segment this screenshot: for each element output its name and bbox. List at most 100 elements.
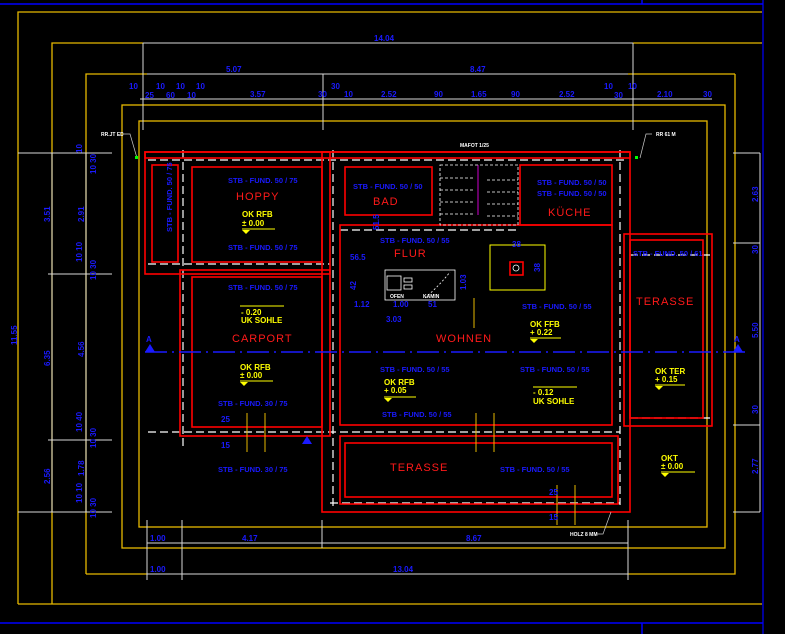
dim: 2.77 [751,458,760,474]
note-bottom-right: HOLZ 8 MM [570,532,598,538]
dim: 30 [614,91,623,100]
dim: 25 [549,488,558,497]
level-value: - 0.12 [533,388,554,397]
dim: 1.00 [393,300,409,309]
dim: 60 [166,91,175,100]
sheet-frame [0,0,764,634]
notes: RR.JT ED RR 61 M MAFOT 1/25 HOLZ 8 MM [101,132,676,538]
dim: 1.12 [354,300,370,309]
fund-hoppy-top: STB - FUND. 50 / 75 [228,176,298,185]
foundation-lines [148,150,712,510]
level-value: ± 0.00 [661,462,684,471]
fund-terasse-right: STB - FUND. 50 / 61 [633,249,703,258]
dim: 10 40 [75,411,84,432]
level-okt: OKT ± 0.00 [661,454,695,477]
dim: 10 [129,82,138,91]
dim: 15 [221,441,230,450]
level-label: OK RFB [242,210,273,219]
dim-bottom: 13.04 [393,565,414,574]
dim: 38 [512,240,521,249]
fund-strip-vertical: STB - FUND. 50 / 75 [165,162,174,232]
dim: 10 10 [75,482,84,503]
dim: 10 [196,82,205,91]
dim-bottom: 8.67 [466,534,482,543]
fund-kueche-1: STB - FUND. 50 / 50 [537,178,607,187]
dim: 51 [428,300,437,309]
dim: 1.78 [77,460,86,476]
dim: 30 [751,405,760,414]
dim: 3.03 [386,315,402,324]
level-carport: OK RFB ± 0.00 [240,363,273,386]
room-terasse-bottom: TERASSE [390,462,448,474]
dim-bottom: 1.00 [150,565,166,574]
level-value: + 0.05 [384,386,407,395]
dim-bottom: 4.17 [242,534,258,543]
dim-top-total: 14.04 [374,34,395,43]
level-markers: OK RFB ± 0.00 - 0.20 UK SOHLE OK RFB ± 0… [240,210,695,477]
dim: 10 10 [75,241,84,262]
fund-wohnen-bottom: STB - FUND. 50 / 55 [382,410,452,419]
dim: 10 [628,82,637,91]
note-right-top: RR 61 M [656,132,676,138]
room-bad: BAD [373,196,399,208]
dim-left-outer: 6.35 [43,350,52,366]
level-label: OK RFB [240,363,271,372]
dim: 1.65 [471,90,487,99]
dim: 30 [318,90,327,99]
room-terasse-right: TERASSE [636,296,694,308]
level-terasse: OK TER + 0.15 [655,367,685,390]
fund-wohnen-mid: STB - FUND. 50 / 55 [380,365,450,374]
fund-wohnen-right-mid: STB - FUND. 50 / 55 [520,365,590,374]
dim: 38 [533,263,542,272]
level-label: OK TER [655,367,685,376]
room-wohnen: WOHNEN [436,333,492,345]
fund-outside-bottom: STB - FUND. 30 / 75 [218,465,288,474]
dim-left-outer: 2.56 [43,468,52,484]
dim: 10 [75,144,84,153]
level-value: + 0.22 [530,328,553,337]
level-label: OK RFB [384,378,415,387]
dim: 90 [511,90,520,99]
level-value: ± 0.00 [242,219,265,228]
section-marker-right: A [734,335,740,344]
room-kueche: KÜCHE [548,207,592,219]
fund-terasse-bottom: STB - FUND. 50 / 55 [500,465,570,474]
dim: 51.5 [372,214,381,230]
dim: 15 [549,513,558,522]
kamin-label: KAMIN [423,294,440,300]
dim-top-detail: 10 25 10 60 10 10 10 3.57 30 30 10 2.52 … [129,82,712,100]
dim: 2.52 [381,90,397,99]
fund-bad: STB - FUND. 50 / 50 [353,182,423,191]
dim: 90 [434,90,443,99]
dim: 3.57 [250,90,266,99]
dim: 10 30 [89,153,98,174]
dim-left-inner: 10 10 30 2.91 10 10 10 30 4.56 10 40 10 … [75,144,98,518]
dim: 1.03 [459,274,468,290]
yellow-markers [246,298,576,525]
level-carport-sohle: - 0.20 UK SOHLE [240,305,284,325]
dim: 30 [751,245,760,254]
dim-top-left: 5.07 [226,65,242,74]
foundation-labels: STB - FUND. 50 / 75 STB - FUND. 50 / 75 … [165,162,703,474]
level-label: OKT [661,454,678,463]
dim: 2.63 [751,186,760,202]
room-hoppy: HOPPY [236,191,280,203]
room-flur: FLUR [394,248,427,260]
note-stair: MAFOT 1/25 [460,143,489,149]
dim: 4.56 [77,341,86,357]
dim: 10 30 [89,259,98,280]
dim: 10 [187,91,196,100]
fund-kueche-2: STB - FUND. 50 / 50 [537,189,607,198]
dim: 10 [156,82,165,91]
dim: 42 [349,281,358,290]
fund-wohnen-right-top: STB - FUND. 50 / 55 [522,302,592,311]
dimension-texts: 14.04 5.07 8.47 10 25 10 60 10 10 10 3.5… [10,34,760,574]
dim: 10 30 [89,427,98,448]
room-carport: CARPORT [232,333,293,345]
dim: 10 [176,82,185,91]
dim-right: 2.63 30 5.50 30 2.77 [751,186,760,474]
dim: 25 [145,91,154,100]
section-line-a: A A [145,335,745,444]
level-value: - 0.20 [241,308,262,317]
dim: 30 [703,90,712,99]
